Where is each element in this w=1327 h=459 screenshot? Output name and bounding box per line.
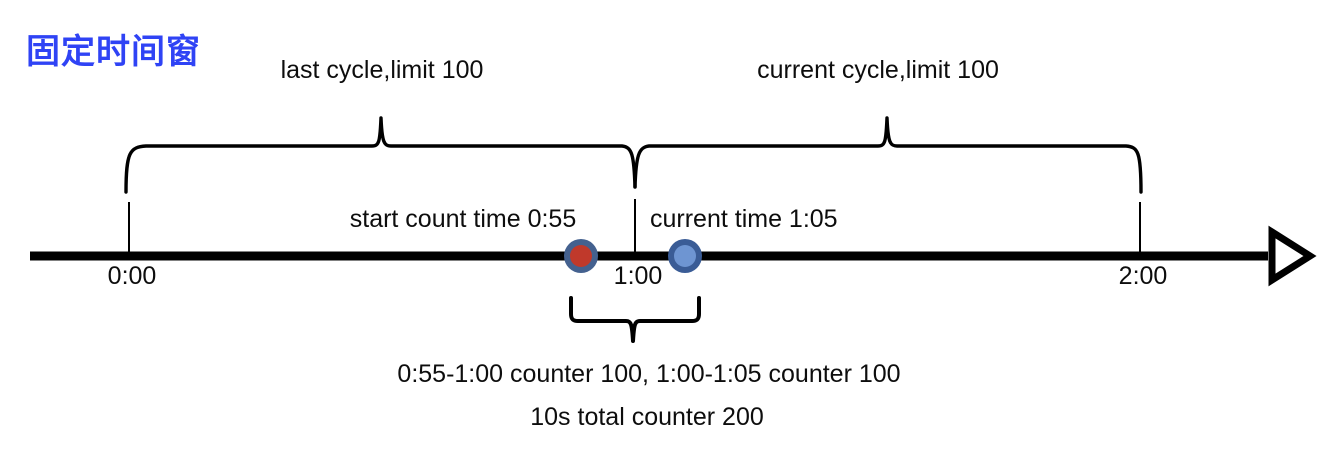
current-time-label: current time 1:05 [650,205,838,233]
start-count-time-marker [564,239,598,273]
start-count-time-label: start count time 0:55 [349,205,577,233]
total-counter-caption: 10s total counter 200 [530,403,764,431]
current-cycle-label: current cycle,limit 100 [757,56,999,84]
current-time-marker [668,239,702,273]
last-cycle-label: last cycle,limit 100 [280,56,484,84]
current-cycle-bracket [633,116,1143,194]
axis-tick-label-2-00: 2:00 [1118,262,1168,290]
timeline-arrow-icon [1268,225,1317,287]
page-title: 固定时间窗 [26,32,201,72]
counter-breakdown-caption: 0:55-1:00 counter 100, 1:00-1:05 counter… [397,360,901,388]
axis-tick-label-0-00: 0:00 [107,262,157,290]
axis-tick-label-1-00: 1:00 [613,262,663,290]
counting-window-bracket [569,296,701,343]
last-cycle-bracket [124,116,637,194]
